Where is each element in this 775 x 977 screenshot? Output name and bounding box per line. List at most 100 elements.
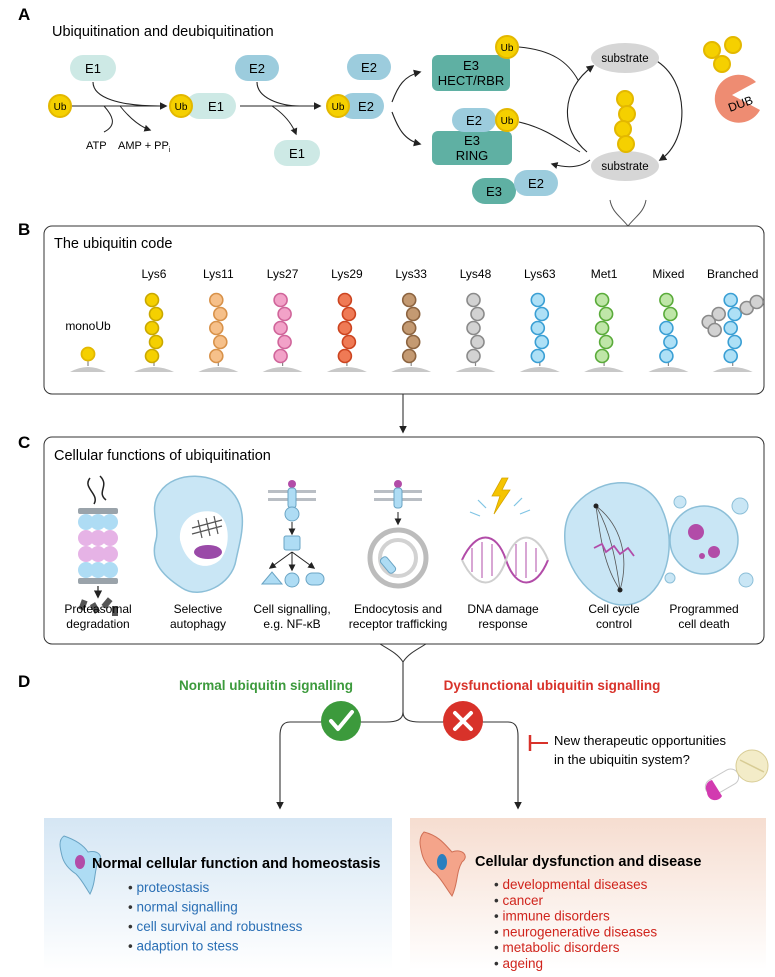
panel-b-letter: B: [18, 220, 30, 239]
function-label-line2: cell death: [678, 617, 729, 631]
e2-released-bottom-badge: [514, 170, 558, 196]
arrow-to-hect: [391, 69, 422, 103]
normal-signalling-title: Normal ubiquitin signalling: [179, 678, 353, 693]
function-label-line1: Proteasomal: [64, 602, 131, 616]
chain-monoub: [70, 346, 106, 372]
e1-badge: [70, 55, 116, 81]
arrow-dysfunctional: [402, 711, 522, 810]
function-label-line2: degradation: [66, 617, 129, 631]
ub-label: Ub: [501, 43, 514, 54]
disease-item: • neurogenerative diseases: [494, 924, 657, 939]
chain-lys48: Lys48: [455, 267, 496, 372]
chain-label: Lys63: [524, 267, 556, 281]
ub-icon: [495, 108, 519, 132]
chain-label: Branched: [707, 267, 758, 281]
e2-complex-badge: [340, 93, 384, 119]
function-label-line2: response: [478, 617, 528, 631]
ub-icon: [495, 35, 519, 59]
e2-released-top-label: E2: [361, 60, 377, 75]
function-label-line1: Cell cycle: [588, 602, 640, 616]
e3-hect-badge: [432, 55, 510, 91]
chain-label: Lys6: [142, 267, 167, 281]
pill-icon: [704, 768, 740, 801]
e2-released-top-badge: [347, 54, 391, 80]
endocytosis-icon: [367, 480, 429, 589]
e2-ring-label: E2: [466, 113, 482, 128]
cycle-right-arc: [654, 59, 683, 161]
function-label-line2: autophagy: [170, 617, 226, 631]
substrate-bottom: [591, 151, 659, 181]
e1-join-line: [92, 81, 161, 107]
disease-item: • metabolic disorders: [494, 940, 620, 955]
chain-label: Mixed: [652, 267, 684, 281]
panel-d-letter: D: [18, 672, 30, 691]
free-ub-group: [703, 36, 742, 73]
arrow-normal: [276, 711, 404, 810]
e3-hect-label-top: E3: [463, 58, 479, 73]
chain-lys11: Lys11: [198, 267, 239, 372]
chain-lys6: Lys6: [134, 267, 174, 372]
e2-ring-badge: [452, 108, 496, 132]
chain-lys27: Lys27: [262, 267, 303, 372]
dysfunctional-signalling-title: Dysfunctional ubiquitin signalling: [444, 678, 661, 693]
panel-b-frame: [43, 225, 765, 395]
chain-mixed: Mixed: [648, 267, 689, 372]
function-label-line1: Cell signalling,: [253, 602, 330, 616]
check-icon: [321, 701, 361, 741]
disease-item: • developmental diseases: [494, 877, 648, 892]
function-label-line2: e.g. NF-κB: [263, 617, 320, 631]
function-label-line1: Selective: [174, 602, 223, 616]
function-label-line1: DNA damage: [467, 602, 539, 616]
disease-box-title: Cellular dysfunction and disease: [475, 854, 701, 870]
dub-icon: [714, 74, 760, 123]
chain-label: Lys48: [460, 267, 492, 281]
ub-label: Ub: [175, 102, 188, 113]
cell-death-icon: [664, 495, 754, 588]
e2-released-bottom-label: E2: [528, 176, 544, 191]
e3-ring-badge: [432, 131, 512, 165]
hect-transfer-line: [518, 46, 579, 81]
chain-lys33: Lys33: [391, 267, 432, 372]
amp-pp-label: AMP + PPi: [118, 140, 171, 154]
e1-released-badge: [274, 140, 320, 166]
panel-c-title: Cellular functions of ubiquitination: [54, 448, 271, 464]
e1-complex-badge: [186, 93, 236, 119]
disease-cell-icon: [419, 831, 466, 897]
normal-item: • normal signalling: [128, 900, 238, 915]
atp-branch: [103, 105, 113, 133]
ub-icon: [326, 94, 350, 118]
chain-lys63: Lys63: [519, 267, 560, 372]
proteasome-icon: [78, 475, 118, 616]
substrate-top-label: substrate: [601, 53, 648, 65]
disease-item: • cancer: [494, 893, 544, 908]
amp-branch: [119, 105, 152, 132]
normal-item: • proteostasis: [128, 880, 210, 895]
e3-released-label: E3: [486, 184, 502, 199]
function-label-line2: control: [596, 617, 632, 631]
disease-outcome-box: [410, 818, 766, 970]
chain-label: Lys33: [395, 267, 427, 281]
normal-item: • adaption to stess: [128, 939, 239, 954]
ub-label: Ub: [501, 116, 514, 127]
monoub-label: monoUb: [65, 319, 111, 333]
disease-outcome-list: • developmental diseases• cancer• immune…: [494, 877, 657, 971]
e1-label: E1: [85, 61, 101, 76]
release-arrow: [550, 159, 591, 169]
connector-a-b: [609, 199, 647, 227]
dna-damage-icon: [461, 477, 549, 584]
e3-ring-label-top: E3: [464, 133, 480, 148]
ub-label: Ub: [332, 102, 345, 113]
e1-release-branch: [271, 105, 298, 136]
chain-label: Lys27: [267, 267, 299, 281]
e3-ring-label-bottom: RING: [456, 148, 489, 163]
ub-icon: [169, 94, 193, 118]
panel-c-letter: C: [18, 433, 30, 452]
e2-label: E2: [249, 61, 265, 76]
chain-branched: Branched: [701, 267, 765, 372]
e1-complex-label: E1: [208, 99, 224, 114]
function-label-line2: receptor trafficking: [349, 617, 448, 631]
